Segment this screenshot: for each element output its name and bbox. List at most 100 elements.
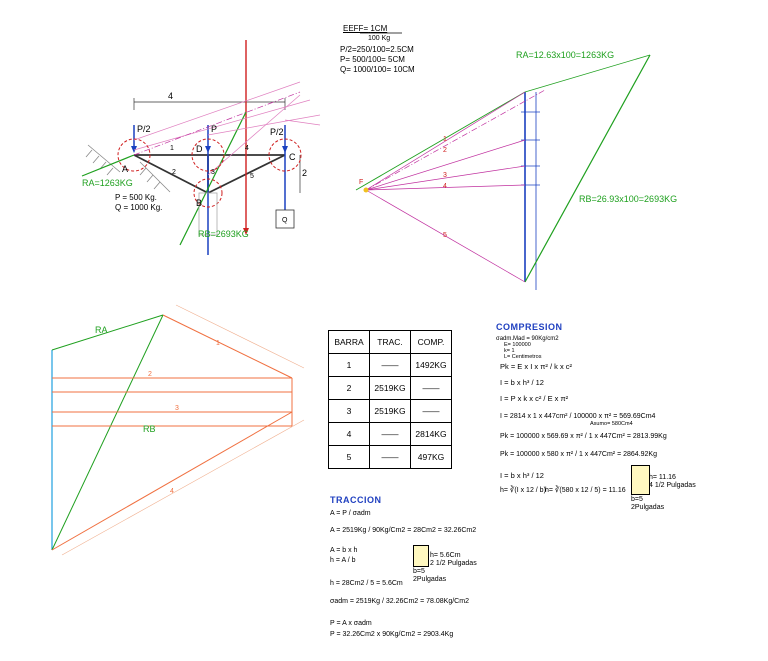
eeff-denominator: 100 Kg <box>368 35 391 42</box>
compresion-line: h= ∛(580 x 12 / 5) = 11.16 <box>545 487 626 494</box>
compresion-line: Pk = E x I x π² / k x c² <box>500 362 573 371</box>
truss-bar-number: 2 <box>172 169 176 176</box>
compresion-line: Pk = 100000 x 580 x π² / 1 x 447Cm² = 28… <box>500 451 657 458</box>
table-cell: —— <box>410 376 452 400</box>
compresion-section-h: h= 11.16 <box>649 474 676 481</box>
node-label-d: D <box>196 144 203 154</box>
cremona-bar-number: 2 <box>148 371 152 378</box>
table-cell: 497KG <box>410 445 452 469</box>
table-row: 4 —— 2814KG <box>328 422 452 446</box>
traccion-line: P = 32.26Cm2 x 90Kg/Cm2 = 2903.4Kg <box>330 631 454 638</box>
table-cell: 2814KG <box>410 422 452 446</box>
table-cell: 1 <box>328 353 370 377</box>
cremona-diagram: RA RB 1 2 3 4 <box>51 304 305 556</box>
cremona-rb-label: RB <box>143 424 156 434</box>
traccion-line: A = b x h <box>330 547 358 554</box>
node-label-b: B <box>196 198 202 208</box>
table-cell: —— <box>410 399 452 423</box>
table-cell: 2519KG <box>369 399 411 423</box>
table-cell: —— <box>369 422 411 446</box>
traccion-line: h = A / b <box>330 557 356 564</box>
table-cell: 3 <box>328 399 370 423</box>
eeff-label: EEFF= 1CM <box>343 24 388 33</box>
load-label-center: P <box>211 124 217 134</box>
cremona-ra-label: RA <box>95 325 108 335</box>
bars-table: BARRA TRAC. COMP. 1 —— 1492KG 2 2519KG —… <box>328 330 452 469</box>
compresion-section-h2: 4 1/2 Pulgadas <box>649 482 696 489</box>
traccion-line: h = 28Cm2 / 5 = 5.6Cm <box>330 580 403 587</box>
truss-bar-number: 1 <box>170 145 174 152</box>
table-row: 3 2519KG —— <box>328 399 452 423</box>
cremona-bar-number: 1 <box>216 340 220 347</box>
load-label-right: P/2 <box>270 127 284 137</box>
table-cell: 2519KG <box>369 376 411 400</box>
compresion-line: E= 100000 <box>504 342 531 348</box>
compresion-section-box <box>631 465 650 495</box>
compresion-line: k= 1 <box>504 348 515 354</box>
table-row: 5 —— 497KG <box>328 445 452 469</box>
compresion-line: I = b x h³ / 12 <box>500 471 544 480</box>
traccion-section-h2: 2 1/2 Pulgadas <box>430 560 477 567</box>
scale-line: Q= 1000/100= 10CM <box>340 65 415 74</box>
q-value: Q = 1000 Kg. <box>115 203 162 212</box>
funicular-rb-label: RB=26.93x100=2693KG <box>579 194 677 204</box>
compresion-line: I = P x k x c² / E x π² <box>500 394 569 403</box>
node-label-a: A <box>122 164 128 174</box>
compresion-title: COMPRESION <box>496 322 563 332</box>
cremona-bar-number: 4 <box>170 488 174 495</box>
compresion-line: Pk = 100000 x 569.69 x π² / 1 x 447Cm² =… <box>500 433 667 440</box>
span-label: 4 <box>168 91 173 101</box>
traccion-section-h: h= 5.6Cm <box>430 552 461 559</box>
table-row: 2 2519KG —— <box>328 376 452 400</box>
scale-line: P/2=250/100=2.5CM <box>340 45 414 54</box>
traccion-line: A = 2519Kg / 90Kg/Cm2 = 28Cm2 = 32.26Cm2 <box>330 527 477 534</box>
table-header: COMP. <box>410 330 452 354</box>
ray-number: 1 <box>443 136 447 143</box>
traccion-section-b2: 2Pulgadas <box>413 576 447 583</box>
traccion-section-b: b=5 <box>413 568 425 575</box>
table-cell: 1492KG <box>410 353 452 377</box>
load-label-left: P/2 <box>137 124 151 134</box>
funicular-ra-label: RA=12.63x100=1263KG <box>516 50 614 60</box>
compresion-line: I = 2814 x 1 x 447cm² / 100000 x π² = 56… <box>500 413 656 420</box>
pole-label: F <box>359 179 363 186</box>
force-polygon: RA=12.63x100=1263KG RB=26.93x100=2693KG … <box>355 50 677 290</box>
table-header-row: BARRA TRAC. COMP. <box>328 330 452 354</box>
traccion-line: P = A x σadm <box>330 620 372 627</box>
ray-number: 3 <box>443 172 447 179</box>
traccion-title: TRACCION <box>330 495 382 505</box>
truss-bar-number: 5 <box>250 173 254 180</box>
height-label: 2 <box>302 168 307 178</box>
compresion-section-b2: 2Pulgadas <box>631 504 665 511</box>
p-value: P = 500 Kg. <box>115 193 157 202</box>
compresion-line: h= ∛(I x 12 / b) <box>500 487 546 494</box>
table-cell: 5 <box>328 445 370 469</box>
traccion-line: A = P / σadm <box>330 510 371 517</box>
compresion-line: Asumo= 580Cm4 <box>590 421 633 427</box>
truss-bar-number: 3 <box>211 169 215 176</box>
ray-number: 4 <box>443 183 447 190</box>
support-hatch-a <box>85 144 171 193</box>
ra-label: RA=1263KG <box>82 178 133 188</box>
node-label-c: C <box>289 152 296 162</box>
traccion-line: σadm = 2519Kg / 32.26Cm2 = 78.08Kg/Cm2 <box>330 598 469 605</box>
truss-bar-bottom-left <box>133 154 209 194</box>
compresion-line: L= Centimetros <box>504 354 542 360</box>
table-cell: —— <box>369 353 411 377</box>
table-header: BARRA <box>328 330 370 354</box>
load-label-q: Q <box>282 217 288 224</box>
table-cell: 4 <box>328 422 370 446</box>
compresion-line: I = b x h³ / 12 <box>500 378 544 387</box>
ray-number: 2 <box>443 147 447 154</box>
ray-number: 5 <box>443 232 447 239</box>
rb-label: RB=2693KG <box>198 229 249 239</box>
table-header: TRAC. <box>369 330 411 354</box>
compresion-section-b: b=5 <box>631 496 643 503</box>
traccion-section-box <box>413 545 429 567</box>
table-cell: 2 <box>328 376 370 400</box>
table-row: 1 —— 1492KG <box>328 353 452 377</box>
compresion-line: σadm.Mad = 90Kg/cm2 <box>496 336 559 342</box>
cremona-bar-number: 3 <box>175 405 179 412</box>
truss-bar-number: 4 <box>245 145 249 152</box>
scale-line: P= 500/100= 5CM <box>340 55 405 64</box>
